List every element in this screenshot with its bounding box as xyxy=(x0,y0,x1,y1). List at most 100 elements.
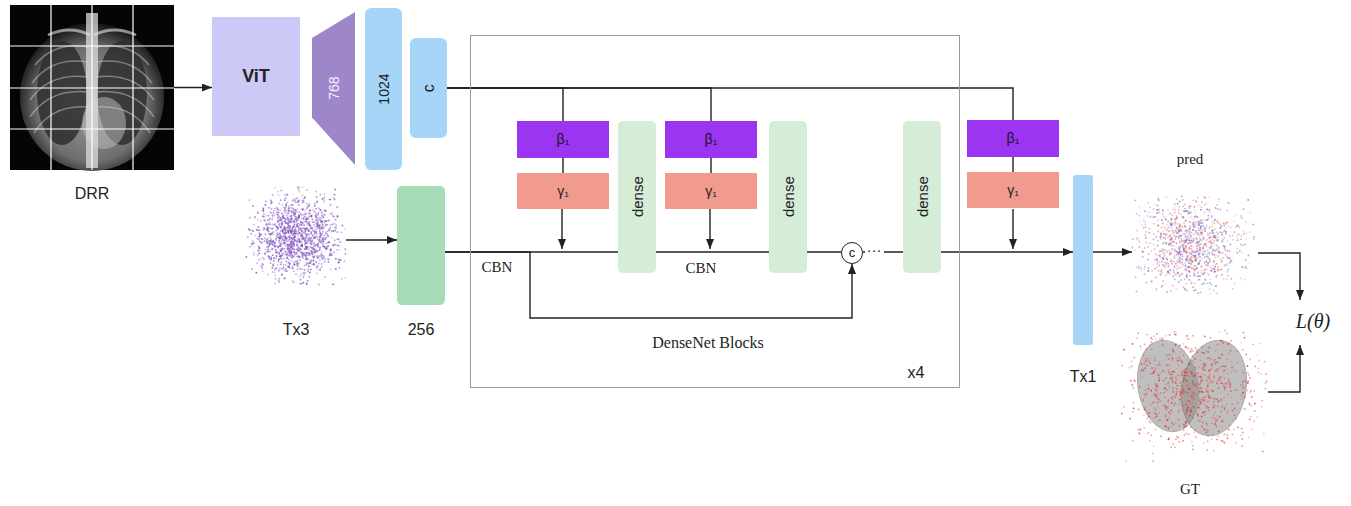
cloud-point xyxy=(324,193,326,195)
cloud-point xyxy=(324,258,326,260)
cloud-point xyxy=(288,236,290,238)
cloud-point xyxy=(1184,242,1186,244)
cloud-point xyxy=(297,235,299,237)
cloud-point xyxy=(1227,241,1229,243)
cloud-point xyxy=(302,209,304,211)
cloud-point xyxy=(309,230,311,232)
cloud-point xyxy=(287,232,289,234)
cloud-point xyxy=(252,230,254,232)
cloud-point xyxy=(302,200,304,202)
cloud-point xyxy=(285,197,287,199)
cloud-point xyxy=(324,235,326,237)
cloud-point xyxy=(268,233,270,235)
cloud-point xyxy=(338,261,340,263)
cloud-point xyxy=(1207,239,1209,241)
cloud-point xyxy=(322,228,324,230)
cloud-point xyxy=(299,259,301,261)
cloud-point xyxy=(324,209,326,211)
cloud-point xyxy=(290,210,292,212)
cloud-point xyxy=(1174,209,1176,211)
cloud-point xyxy=(275,249,277,251)
cloud-point xyxy=(275,258,277,260)
cloud-point xyxy=(287,213,289,215)
cloud-point xyxy=(275,230,277,232)
cloud-point xyxy=(310,244,312,246)
cloud-point xyxy=(340,259,342,261)
cloud-point xyxy=(1183,239,1185,241)
cloud-point xyxy=(272,244,274,246)
cloud-point xyxy=(310,261,312,263)
cloud-point xyxy=(279,238,281,240)
cloud-point xyxy=(289,243,291,245)
cloud-point xyxy=(1216,245,1218,247)
cloud-point xyxy=(1151,270,1153,272)
cloud-point xyxy=(1159,236,1161,238)
cloud-point xyxy=(267,231,269,233)
cloud-point xyxy=(281,204,283,206)
cloud-point xyxy=(324,226,326,228)
cloud-point xyxy=(292,267,294,269)
cloud-point xyxy=(324,276,326,278)
cloud-point xyxy=(272,271,274,273)
cloud-point xyxy=(1222,240,1224,242)
cloud-point xyxy=(277,234,279,236)
cloud-point xyxy=(1157,219,1159,221)
cloud-point xyxy=(267,274,269,276)
cloud-point xyxy=(1206,239,1208,241)
cloud-point xyxy=(1191,239,1193,241)
cloud-point xyxy=(269,233,271,235)
cloud-point xyxy=(270,203,272,205)
cloud-point xyxy=(280,257,282,259)
cloud-point xyxy=(329,249,331,251)
cloud-point xyxy=(263,258,265,260)
cloud-point xyxy=(310,215,312,217)
cloud-point xyxy=(1187,266,1189,268)
cloud-point xyxy=(325,220,327,222)
cloud-point xyxy=(1163,237,1165,239)
cloud-point xyxy=(1161,269,1163,271)
cloud-point xyxy=(333,197,335,199)
cloud-point xyxy=(1212,265,1214,267)
cloud-point xyxy=(313,252,315,254)
cloud-point xyxy=(258,233,260,235)
cloud-point xyxy=(1154,248,1156,250)
cloud-point xyxy=(1186,232,1188,234)
cloud-point xyxy=(297,264,299,266)
cloud-point xyxy=(288,225,290,227)
cloud-point xyxy=(301,253,303,255)
cloud-point xyxy=(1194,206,1196,208)
cloud-point xyxy=(279,234,281,236)
cloud-point xyxy=(252,240,254,242)
cloud-point xyxy=(319,219,321,221)
cloud-point xyxy=(272,216,274,218)
cloud-point xyxy=(1242,230,1244,232)
cloud-point xyxy=(1200,272,1202,274)
cloud-point xyxy=(278,246,280,248)
cloud-point xyxy=(306,224,308,226)
cloud-point xyxy=(1218,201,1220,203)
cloud-point xyxy=(258,235,260,237)
cloud-point xyxy=(336,224,338,226)
cloud-point xyxy=(294,261,296,263)
cloud-point xyxy=(341,231,343,233)
cloud-point xyxy=(305,259,307,261)
cloud-point xyxy=(289,225,291,227)
cloud-point xyxy=(299,186,301,188)
cloud-point xyxy=(312,219,314,221)
cloud-point xyxy=(270,200,272,202)
cloud-point xyxy=(271,248,273,250)
cloud-point xyxy=(266,242,268,244)
cloud-point xyxy=(276,207,278,209)
cloud-point xyxy=(323,197,325,199)
cloud-point xyxy=(322,198,324,200)
cloud-point xyxy=(1217,266,1219,268)
cloud-point xyxy=(281,237,283,239)
cloud-point xyxy=(319,224,321,226)
cloud-point xyxy=(300,221,302,223)
cloud-point xyxy=(316,255,318,257)
cloud-point xyxy=(279,253,281,255)
cloud-point xyxy=(1189,275,1191,277)
cloud-point xyxy=(299,223,301,225)
cloud-point xyxy=(312,253,314,255)
cloud-point xyxy=(292,255,294,257)
